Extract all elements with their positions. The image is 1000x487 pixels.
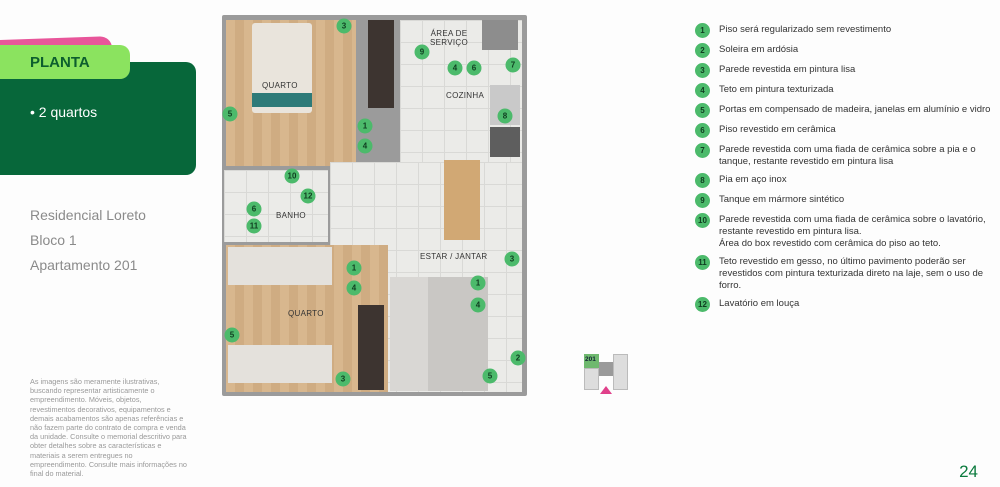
legend-number: 2: [695, 43, 710, 58]
plan-marker: 12: [300, 188, 316, 204]
north-arrow-icon: [600, 386, 612, 394]
legend-number: 4: [695, 83, 710, 98]
legend-number: 9: [695, 193, 710, 208]
plan-marker: 4: [470, 297, 486, 313]
legend-text: Tanque em mármore sintético: [719, 194, 845, 205]
legend-number: 11: [695, 255, 710, 270]
plan-marker: 6: [466, 60, 482, 76]
section-tab-label: PLANTA: [30, 54, 90, 71]
legend-number: 12: [695, 297, 710, 312]
room-label: QUARTO: [288, 309, 324, 318]
project-block: Bloco 1: [30, 232, 77, 248]
plan-marker: 5: [224, 327, 240, 343]
legend-text: Piso será regularizado sem revestimento: [719, 24, 892, 35]
plan-marker: 6: [246, 201, 262, 217]
legend-number: 8: [695, 173, 710, 188]
legend-item: 1 Piso será regularizado sem revestimento: [695, 23, 995, 38]
plan-marker: 4: [447, 60, 463, 76]
project-info: Residencial Loreto Bloco 1 Apartamento 2…: [30, 203, 146, 278]
page-number: 24: [959, 462, 978, 481]
plan-marker: 1: [470, 275, 486, 291]
legend-item: 3 Parede revestida em pintura lisa: [695, 63, 995, 78]
legend-item: 9 Tanque em mármore sintético: [695, 193, 995, 208]
bed-icon: [228, 247, 332, 285]
blanket-icon: [252, 93, 312, 107]
room-bathroom: [224, 170, 328, 242]
feature-item: • 2 quartos: [30, 104, 98, 120]
room-label: BANHO: [276, 211, 306, 220]
plan-marker: 2: [510, 350, 526, 366]
legend-text: Piso revestido em cerâmica: [719, 124, 836, 135]
legend-number: 10: [695, 213, 710, 228]
plan-marker: 4: [357, 138, 373, 154]
project-name: Residencial Loreto: [30, 207, 146, 223]
floor-plan: QUARTO ÁREA DE SERVIÇO COZINHA BANHO QUA…: [222, 15, 527, 396]
legend-item: 8 Pia em aço inox: [695, 173, 995, 188]
plan-marker: 1: [357, 118, 373, 134]
room-label: COZINHA: [446, 91, 485, 100]
wardrobe-icon: [358, 305, 384, 390]
legend-number: 1: [695, 23, 710, 38]
disclaimer: As imagens são meramente ilustrativas, b…: [30, 377, 187, 479]
wardrobe-icon: [368, 20, 394, 108]
legend-text: Lavatório em louça: [719, 298, 800, 309]
key-plan-block: [613, 354, 628, 390]
plan-marker: 8: [497, 108, 513, 124]
plan-marker: 3: [335, 371, 351, 387]
key-plan-core: [599, 362, 613, 376]
washer-icon: [482, 20, 518, 50]
legend: 1 Piso será regularizado sem revestimento…: [695, 23, 995, 317]
legend-text: Parede revestida com uma fiada de cerâmi…: [719, 144, 976, 167]
plan-marker: 4: [346, 280, 362, 296]
legend-number: 3: [695, 63, 710, 78]
room-label: QUARTO: [262, 81, 298, 90]
plan-marker: 10: [284, 168, 300, 184]
plan-marker: 1: [346, 260, 362, 276]
room-label: ESTAR / JANTAR: [420, 252, 488, 261]
legend-number: 5: [695, 103, 710, 118]
legend-text: Parede revestida com uma fiada de cerâmi…: [719, 214, 986, 249]
plan-marker: 5: [222, 106, 238, 122]
key-plan-unit: 201: [584, 354, 599, 368]
section-tab: PLANTA: [0, 45, 130, 79]
legend-number: 6: [695, 123, 710, 138]
legend-text: Pia em aço inox: [719, 174, 787, 185]
plan-marker: 9: [414, 44, 430, 60]
plan-marker: 7: [505, 57, 521, 73]
legend-item: 4 Teto em pintura texturizada: [695, 83, 995, 98]
stove-icon: [490, 127, 520, 157]
key-plan-block: [584, 368, 599, 390]
legend-item: 10 Parede revestida com uma fiada de cerâ…: [695, 213, 995, 250]
legend-text: Parede revestida em pintura lisa: [719, 64, 856, 75]
legend-item: 12 Lavatório em louça: [695, 297, 995, 312]
bed-icon: [228, 345, 332, 383]
plan-marker: 3: [336, 18, 352, 34]
dining-table-icon: [444, 160, 480, 240]
legend-item: 11 Teto revestido em gesso, no último pav…: [695, 255, 995, 292]
features-card: • 2 quartos: [0, 62, 196, 175]
legend-number: 7: [695, 143, 710, 158]
plan-marker: 3: [504, 251, 520, 267]
sofa-icon: [390, 277, 428, 391]
legend-item: 5 Portas em compensado de madeira, janela…: [695, 103, 995, 118]
legend-item: 7 Parede revestida com uma fiada de cerâm…: [695, 143, 995, 168]
legend-text: Teto revestido em gesso, no último pavim…: [719, 256, 984, 291]
key-plan: 201: [584, 354, 630, 394]
legend-text: Portas em compensado de madeira, janelas…: [719, 104, 991, 115]
legend-text: Soleira em ardósia: [719, 44, 799, 55]
legend-text: Teto em pintura texturizada: [719, 84, 834, 95]
legend-item: 2 Soleira em ardósia: [695, 43, 995, 58]
plan-marker: 11: [246, 218, 262, 234]
plan-marker: 5: [482, 368, 498, 384]
legend-item: 6 Piso revestido em cerâmica: [695, 123, 995, 138]
room-label: ÁREA DE SERVIÇO: [430, 29, 468, 47]
project-unit: Apartamento 201: [30, 257, 138, 273]
